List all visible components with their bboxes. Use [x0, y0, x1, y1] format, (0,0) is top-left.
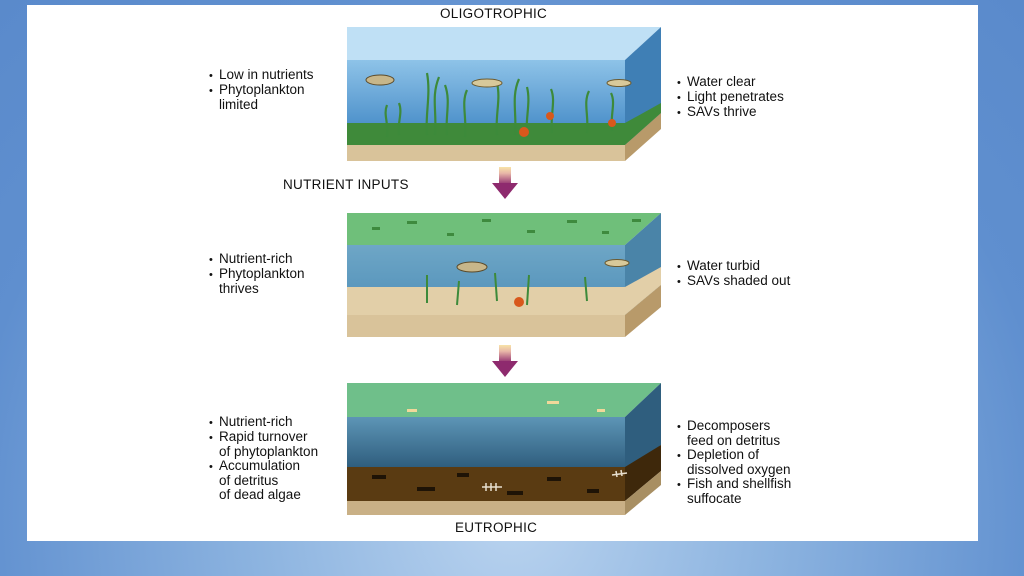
note: of phytoplankton — [219, 444, 319, 459]
note: Decomposers — [687, 418, 771, 433]
note: Water turbid — [687, 258, 761, 273]
fish — [365, 74, 632, 88]
oxygen-depleted-water — [347, 417, 625, 467]
note: limited — [219, 97, 259, 112]
note: thrives — [219, 281, 259, 296]
note: SAVs thrive — [687, 104, 757, 119]
stage2-left-notes: •Nutrient-rich •Phytoplankton thrives — [209, 251, 305, 296]
water-surface — [347, 27, 661, 60]
note: Fish and shellfish — [687, 476, 792, 491]
sav-plants — [426, 272, 588, 306]
title-eutrophic: EUTROPHIC — [455, 520, 538, 535]
shellfish — [514, 297, 524, 307]
algae-surface — [347, 383, 661, 417]
sediment — [347, 315, 625, 337]
note: Light penetrates — [687, 89, 784, 104]
note: Depletion of — [687, 447, 760, 462]
stage3-right-notes: •Decomposers feed on detritus •Depletion… — [677, 418, 792, 506]
nutrient-arrow-1 — [492, 167, 518, 199]
note: Phytoplankton — [219, 266, 305, 281]
note: Rapid turnover — [219, 429, 308, 444]
note: Nutrient-rich — [219, 414, 293, 429]
stage1-right-notes: •Water clear •Light penetrates •SAVs thr… — [677, 74, 784, 120]
eutrophic-block — [347, 383, 661, 515]
note: Nutrient-rich — [219, 251, 293, 266]
eutrophication-diagram — [347, 27, 661, 515]
phytoplankton — [372, 219, 641, 236]
note: Phytoplankton — [219, 82, 305, 97]
fish-skeleton — [482, 469, 628, 491]
stage3-left-notes: •Nutrient-rich •Rapid turnover of phytop… — [209, 414, 319, 502]
note: Low in nutrients — [219, 67, 314, 82]
stage2-right-notes: •Water turbid •SAVs shaded out — [677, 258, 791, 289]
note: feed on detritus — [687, 433, 781, 448]
note: Water clear — [687, 74, 756, 89]
nutrient-rich-block — [347, 213, 661, 337]
note: dissolved oxygen — [687, 462, 791, 477]
label-nutrient-inputs: NUTRIENT INPUTS — [283, 177, 409, 192]
fish — [456, 261, 488, 273]
nutrient-arrow-2 — [492, 345, 518, 377]
title-oligotrophic: OLIGOTROPHIC — [440, 6, 548, 21]
note: Accumulation — [219, 458, 301, 473]
oligotrophic-block — [347, 27, 661, 161]
note: of dead algae — [219, 487, 301, 502]
shellfish — [519, 112, 616, 137]
diagram-panel: OLIGOTROPHIC NUTRIENT INPUTS EUTROPHIC •… — [27, 5, 978, 541]
algae-surface — [347, 213, 661, 245]
detritus — [372, 473, 599, 495]
note: of detritus — [219, 473, 279, 488]
stage1-left-notes: •Low in nutrients •Phytoplankton limited — [209, 67, 314, 112]
dead-algae — [407, 401, 605, 412]
note: suffocate — [687, 491, 742, 506]
note: SAVs shaded out — [687, 273, 791, 288]
sediment — [347, 145, 625, 161]
